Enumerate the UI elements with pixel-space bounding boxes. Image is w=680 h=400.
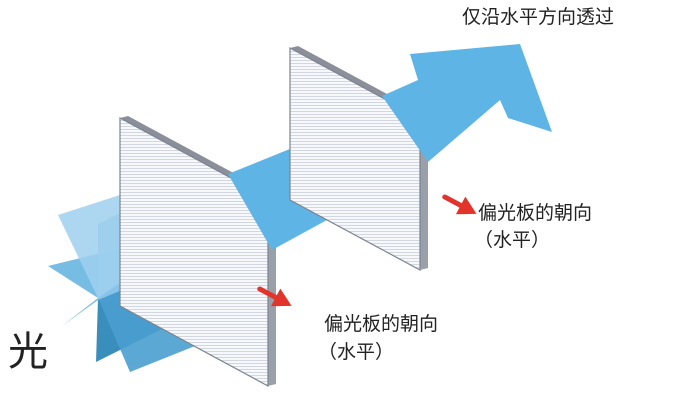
pointer-arrow-icon — [442, 194, 477, 215]
polarizer-1-orientation-label: 偏光板的朝向 — [324, 313, 439, 335]
transmitted-light-arrow — [382, 44, 552, 162]
polarizer-2-orientation-label: 偏光板的朝向 — [478, 202, 593, 224]
polarizer-plate-1-face — [119, 116, 269, 388]
light-label: 光 — [8, 329, 48, 375]
polarizer-1-orientation-value: （水平） — [318, 341, 395, 363]
polarizer-2-orientation-value: （水平） — [474, 229, 551, 251]
polarizer-plate-2 — [289, 46, 428, 272]
pointer-arrow-icon — [257, 286, 292, 307]
transmitted-direction-label: 仅沿水平方向透过 — [462, 6, 615, 28]
